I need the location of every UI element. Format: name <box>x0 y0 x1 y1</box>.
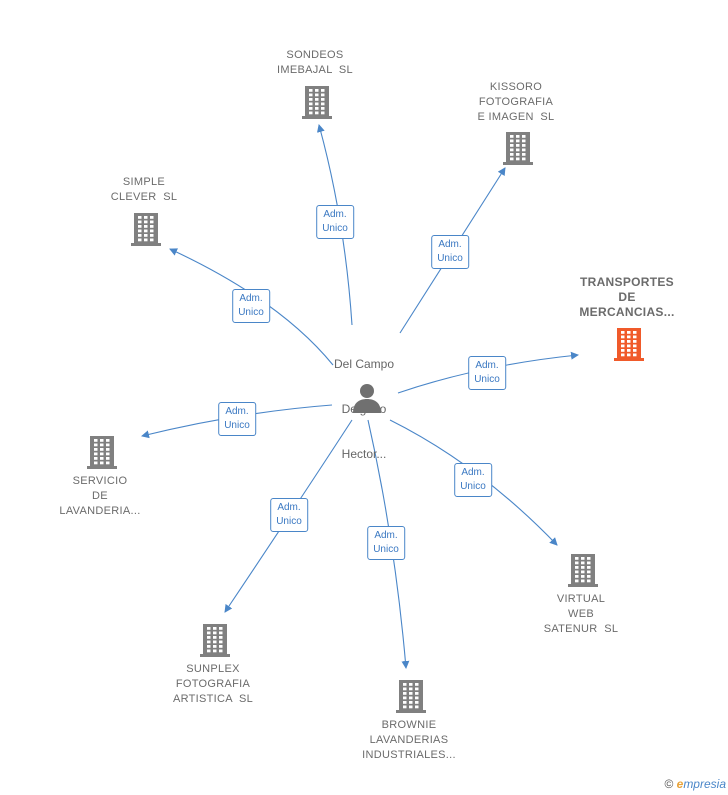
brand-logo-letter: e <box>676 777 684 791</box>
company-label-brownie[interactable]: BROWNIE LAVANDERIAS INDUSTRIALES... <box>362 719 456 761</box>
company-label-virtual[interactable]: VIRTUAL WEB SATENUR SL <box>543 593 619 635</box>
footer-brand: © empresia <box>664 777 726 791</box>
person-icon[interactable] <box>352 382 382 414</box>
center-label-line: Hector... <box>341 447 387 461</box>
building-icon[interactable] <box>301 84 333 120</box>
copyright-icon: © <box>664 777 674 791</box>
building-icon[interactable] <box>199 622 231 658</box>
building-icon[interactable] <box>395 678 427 714</box>
role-badge-brownie[interactable]: Adm. Unico <box>367 526 405 560</box>
role-badge-kissoro[interactable]: Adm. Unico <box>431 235 469 269</box>
company-label-simple[interactable]: SIMPLE CLEVER SL <box>110 176 178 203</box>
role-badge-transportes[interactable]: Adm. Unico <box>468 356 506 390</box>
building-icon[interactable] <box>567 552 599 588</box>
company-label-servicio[interactable]: SERVICIO DE LAVANDERIA... <box>59 475 141 517</box>
company-label-transportes[interactable]: TRANSPORTES DE MERCANCIAS... <box>579 275 675 319</box>
building-icon[interactable] <box>502 130 534 166</box>
role-badge-virtual[interactable]: Adm. Unico <box>454 463 492 497</box>
role-badge-simple[interactable]: Adm. Unico <box>232 289 270 323</box>
role-badge-sunplex[interactable]: Adm. Unico <box>270 498 308 532</box>
role-badge-sondeos[interactable]: Adm. Unico <box>316 205 354 239</box>
building-icon[interactable] <box>613 326 645 362</box>
building-icon[interactable] <box>86 434 118 470</box>
company-label-sunplex[interactable]: SUNPLEX FOTOGRAFIA ARTISTICA SL <box>172 663 254 705</box>
building-icon[interactable] <box>130 211 162 247</box>
company-label-kissoro[interactable]: KISSORO FOTOGRAFIA E IMAGEN SL <box>477 81 555 123</box>
role-badge-servicio[interactable]: Adm. Unico <box>218 402 256 436</box>
center-label-line: Del Campo <box>333 357 395 371</box>
brand-name-text: mpresia <box>683 777 726 791</box>
brand-name[interactable]: empresia <box>677 777 726 791</box>
company-label-sondeos[interactable]: SONDEOS IMEBAJAL SL <box>277 49 353 76</box>
